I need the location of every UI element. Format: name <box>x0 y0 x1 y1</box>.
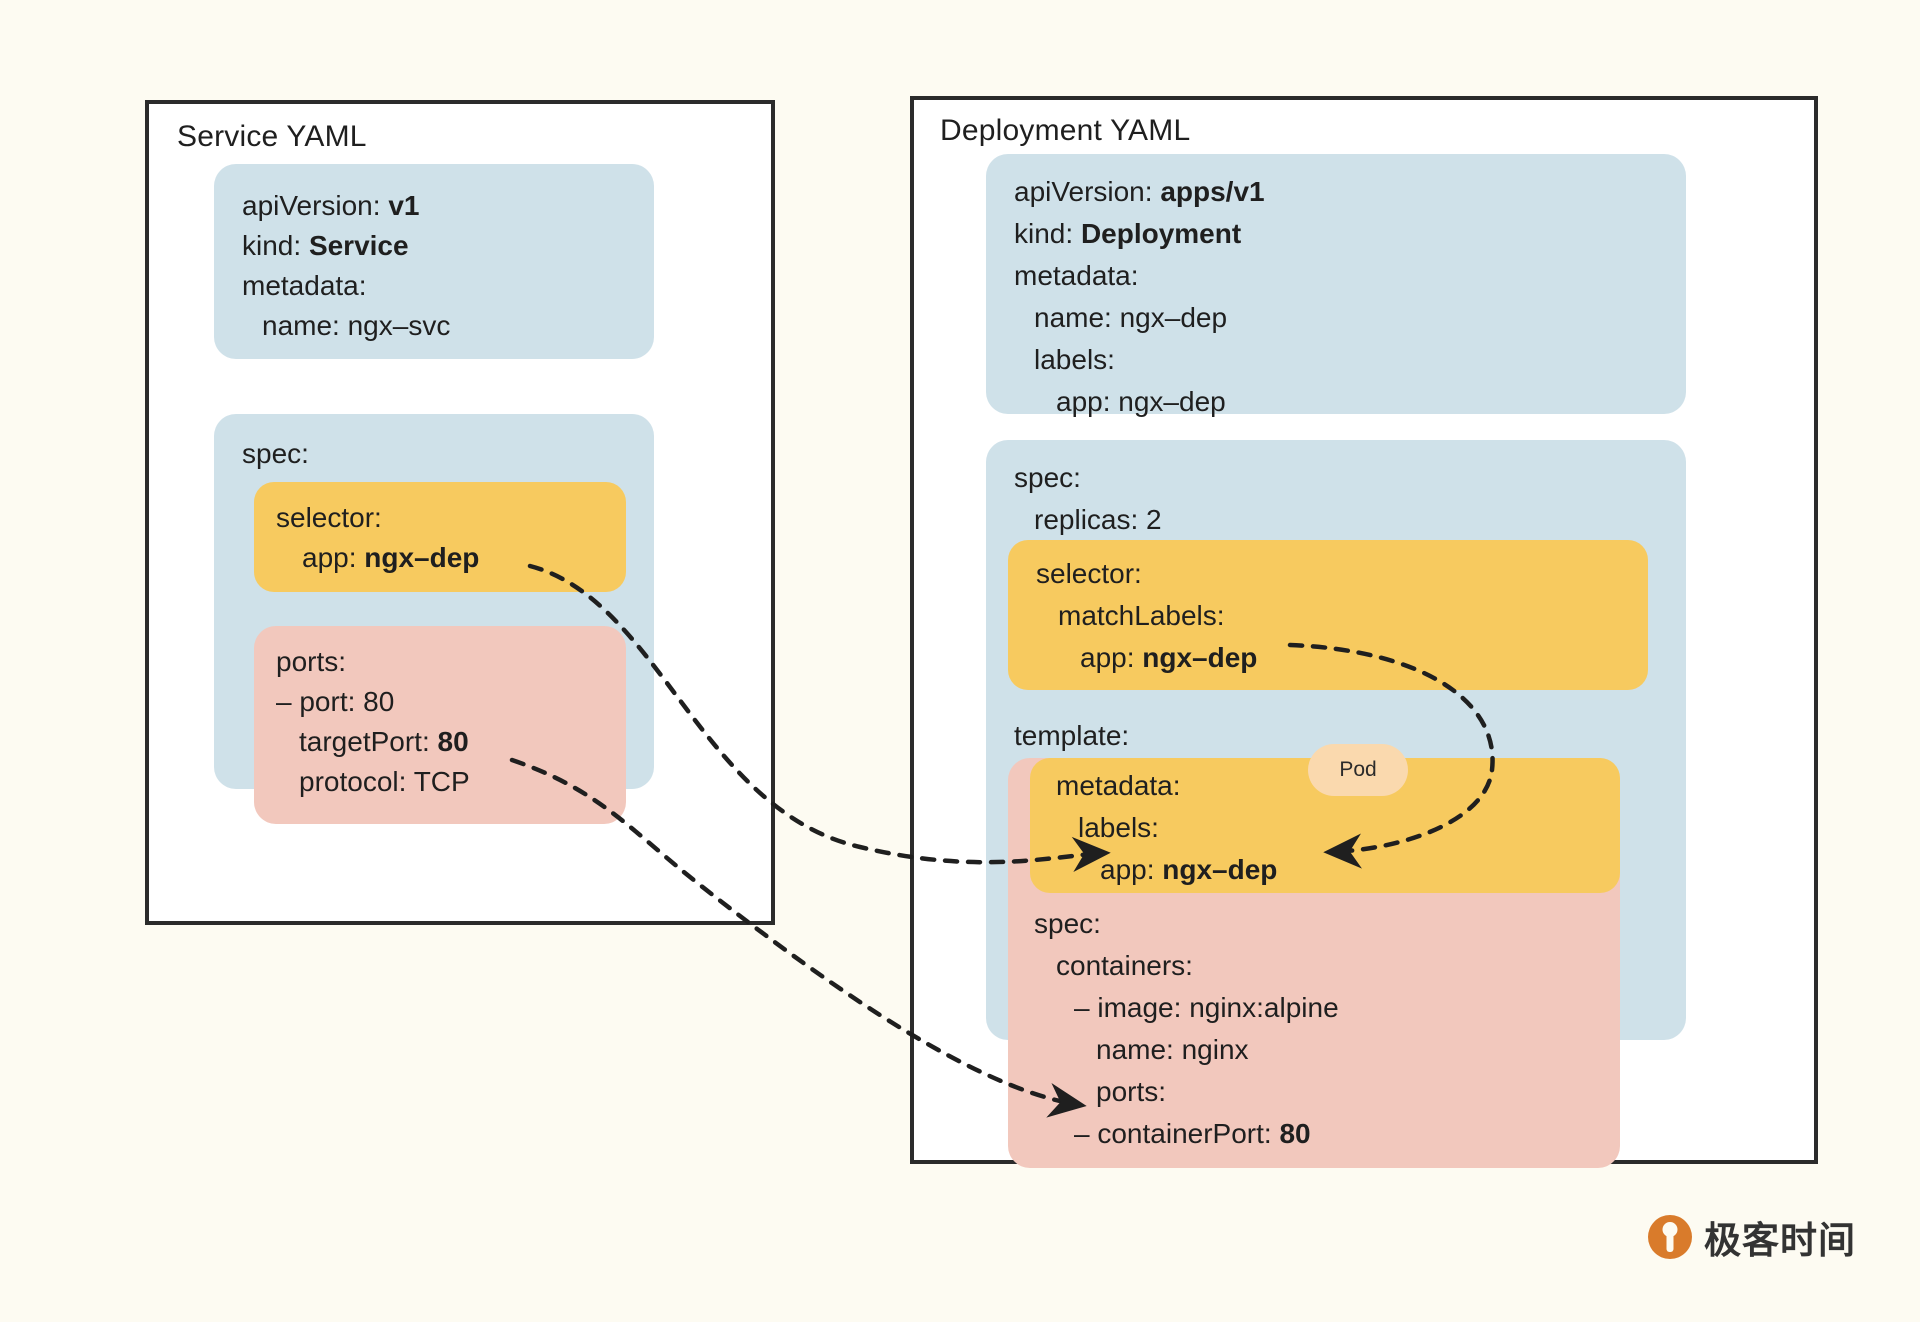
key: spec: <box>1034 908 1101 939</box>
service-line-port: – port: 80 <box>276 688 394 716</box>
deployment-spec-block: spec: replicas: 2 selector: matchLabels:… <box>986 440 1686 1168</box>
key: replicas: <box>1034 504 1139 535</box>
key: – containerPort: <box>1074 1118 1272 1149</box>
key: name: <box>1034 302 1112 333</box>
value: ngx–dep <box>1162 854 1278 885</box>
deployment-line-metadata: metadata: <box>1014 262 1139 290</box>
deployment-selector-block: selector: matchLabels: app: ngx–dep <box>1008 540 1648 690</box>
deployment-panel-title: Deployment YAML <box>940 114 1191 147</box>
service-line-kind: kind: Service <box>242 232 409 260</box>
key: spec: <box>242 438 309 469</box>
pod-line-containerport: – containerPort: 80 <box>1074 1120 1311 1148</box>
key: labels: <box>1078 812 1159 843</box>
value: Deployment <box>1080 218 1242 249</box>
pod-template-block: metadata: labels: app: ngx–dep spec: con… <box>1008 758 1620 1168</box>
key: ports: <box>1096 1076 1167 1107</box>
geekbang-logo-icon <box>1648 1215 1692 1259</box>
service-ports-block: ports: – port: 80 targetPort: 80 protoco… <box>254 626 626 824</box>
key: – port: <box>276 686 356 717</box>
key: metadata: <box>1014 260 1139 291</box>
service-line-protocol: protocol: TCP <box>299 768 470 796</box>
service-line-name: name: ngx–svc <box>262 312 450 340</box>
value: 2 <box>1146 504 1162 535</box>
pod-line-containers: containers: <box>1056 952 1193 980</box>
value: 80 <box>437 726 469 757</box>
key: name: <box>262 310 340 341</box>
deployment-line-matchlabels-app: app: ngx–dep <box>1080 644 1257 672</box>
deployment-line-replicas: replicas: 2 <box>1034 506 1162 534</box>
deployment-yaml-panel: Deployment YAML apiVersion: apps/v1 kind… <box>910 96 1818 1168</box>
deployment-line-template: template: <box>1014 720 1130 751</box>
value: ngx–svc <box>347 310 451 341</box>
value: 80 <box>363 686 395 717</box>
deployment-line-labels-app: app: ngx–dep <box>1056 388 1226 416</box>
service-line-apiversion: apiVersion: v1 <box>242 192 419 220</box>
deployment-line-labels: labels: <box>1034 346 1115 374</box>
key: ports: <box>276 646 347 677</box>
key: targetPort: <box>299 726 430 757</box>
pod-line-ports: ports: <box>1096 1078 1166 1106</box>
key: apiVersion: <box>1014 176 1153 207</box>
service-line-metadata: metadata: <box>242 272 367 300</box>
value: nginx:alpine <box>1189 992 1339 1023</box>
key: containers: <box>1056 950 1193 981</box>
service-line-selector: selector: <box>276 504 382 532</box>
service-line-targetport: targetPort: 80 <box>299 728 469 756</box>
key: metadata: <box>242 270 367 301</box>
pod-badge: Pod <box>1308 744 1408 796</box>
value: ngx–dep <box>1119 302 1228 333</box>
value: apps/v1 <box>1160 176 1265 207</box>
value: ngx–dep <box>1142 642 1258 673</box>
pod-line-labels-app: app: ngx–dep <box>1100 856 1277 884</box>
service-header-block: apiVersion: v1 kind: Service metadata: n… <box>214 164 654 359</box>
key: name: <box>1096 1034 1174 1065</box>
service-panel-title: Service YAML <box>177 120 367 153</box>
service-yaml-panel: Service YAML apiVersion: v1 kind: Servic… <box>145 100 775 925</box>
key: app: <box>1100 854 1155 885</box>
service-line-spec: spec: <box>242 440 309 468</box>
deployment-line-spec: spec: <box>1014 464 1081 492</box>
pod-line-spec: spec: <box>1034 910 1101 938</box>
value: v1 <box>388 190 420 221</box>
key: app: <box>1080 642 1135 673</box>
key: metadata: <box>1056 770 1181 801</box>
pod-line-labels: labels: <box>1078 814 1159 842</box>
key: labels: <box>1034 344 1115 375</box>
key: protocol: <box>299 766 407 797</box>
value: nginx <box>1181 1034 1249 1065</box>
pod-line-name: name: nginx <box>1096 1036 1249 1064</box>
value: 80 <box>1279 1118 1311 1149</box>
deployment-line-matchlabels: matchLabels: <box>1058 602 1225 630</box>
pod-line-image: – image: nginx:alpine <box>1074 994 1339 1022</box>
value: Service <box>308 230 409 261</box>
key: kind: <box>1014 218 1074 249</box>
deployment-line-apiversion: apiVersion: apps/v1 <box>1014 178 1265 206</box>
key: – image: <box>1074 992 1182 1023</box>
key: kind: <box>242 230 302 261</box>
deployment-line-selector: selector: <box>1036 560 1142 588</box>
key: spec: <box>1014 462 1081 493</box>
pod-line-metadata: metadata: <box>1056 772 1181 800</box>
deployment-line-name: name: ngx–dep <box>1034 304 1227 332</box>
key: matchLabels: <box>1058 600 1225 631</box>
service-selector-block: selector: app: ngx–dep <box>254 482 626 592</box>
value: ngx–dep <box>364 542 480 573</box>
key: selector: <box>1036 558 1142 589</box>
key: app: <box>302 542 357 573</box>
service-spec-block: spec: selector: app: ngx–dep ports: – po… <box>214 414 654 824</box>
value: ngx–dep <box>1118 386 1226 417</box>
deployment-header-block: apiVersion: apps/v1 kind: Deployment met… <box>986 154 1686 416</box>
service-line-selector-app: app: ngx–dep <box>302 544 479 572</box>
service-line-ports: ports: <box>276 648 346 676</box>
geekbang-logo: 极客时间 <box>1648 1210 1856 1264</box>
key: app: <box>1056 386 1111 417</box>
key: apiVersion: <box>242 190 381 221</box>
value: TCP <box>413 766 470 797</box>
deployment-line-kind: kind: Deployment <box>1014 220 1241 248</box>
key: selector: <box>276 502 382 533</box>
geekbang-logo-text: 极客时间 <box>1704 1219 1856 1262</box>
